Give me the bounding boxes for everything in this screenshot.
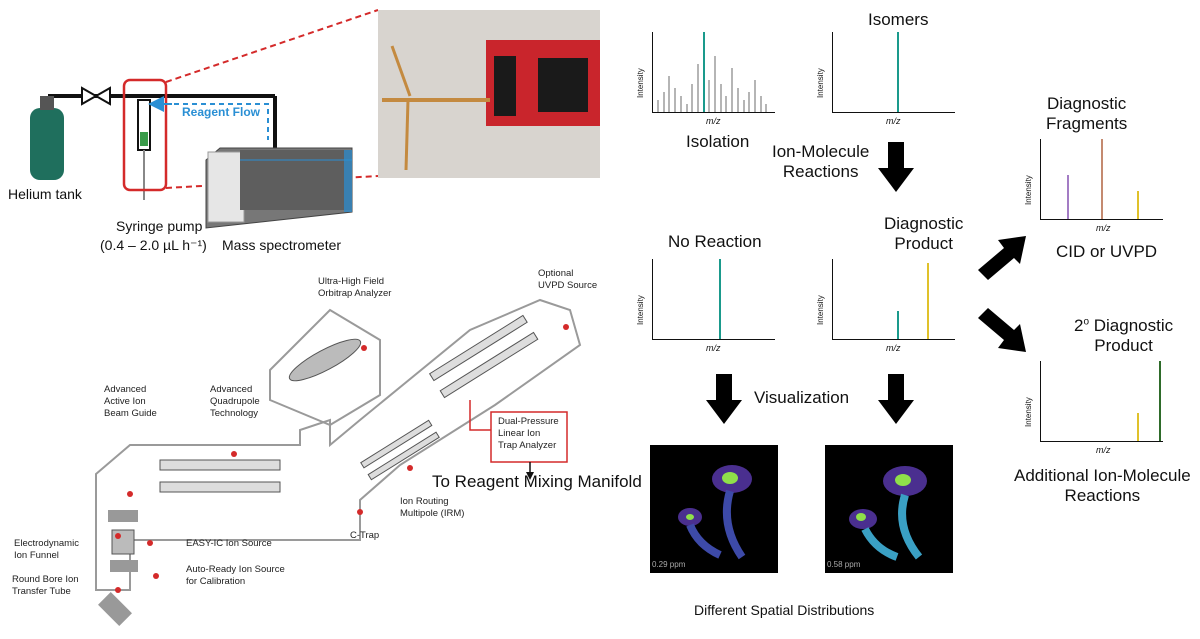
isolation-peak xyxy=(685,104,688,112)
isolation-peak xyxy=(662,92,665,112)
diagnostic-product-peak-2 xyxy=(927,263,929,339)
electrodynamic-label: Electrodynamic Ion Funnel xyxy=(14,538,79,561)
isolation-peak xyxy=(714,56,716,112)
optional-uvpd-label: Optional UVPD Source xyxy=(538,268,598,291)
reagent-flow-label: Reagent Flow xyxy=(182,105,261,119)
helium-tank-label: Helium tank xyxy=(8,186,82,202)
isomers-xlabel: m/z xyxy=(886,116,901,126)
isolation-peak xyxy=(679,96,682,112)
scale-right: 0.58 ppm xyxy=(827,560,861,569)
no-reaction-axes xyxy=(652,259,775,340)
secondary-diagnostic-chart: Intensity m/z xyxy=(1018,357,1168,462)
isolation-peak xyxy=(702,32,705,112)
additional-label: Additional Ion-Molecule Reactions xyxy=(1014,466,1191,505)
isolation-peak xyxy=(759,96,762,112)
isolation-chart: Intensity m/z xyxy=(630,28,780,133)
isomers-peak xyxy=(897,32,899,112)
cid-uvpd-label: CID or UVPD xyxy=(1056,242,1158,261)
diagnostic-fragments-chart: Intensity m/z xyxy=(1018,135,1168,240)
advanced-active-label: Advanced Active Ion Beam Guide xyxy=(104,384,157,419)
isolation-peak xyxy=(719,84,722,112)
isolation-peak xyxy=(708,80,711,112)
ultra-high-field-label: Ultra-High Field Orbitrap Analyzer xyxy=(318,276,392,299)
isolation-axes xyxy=(652,32,775,113)
down-arrow-1 xyxy=(878,142,914,192)
isolation-peak xyxy=(691,84,694,112)
fragment-peak-3 xyxy=(1137,191,1139,219)
isolation-peak xyxy=(742,100,745,112)
secondary-diagnostic-axes xyxy=(1040,361,1163,442)
mass-spectrometer-label: Mass spectrometer xyxy=(222,237,342,253)
isolation-peak xyxy=(674,88,677,112)
to-reagent-label: To Reagent Mixing Manifold xyxy=(432,472,642,491)
round-bore-label: Round Bore Ion Transfer Tube xyxy=(12,574,79,597)
diagnostic-product-peak-1 xyxy=(897,311,899,339)
fragment-peak-1 xyxy=(1067,175,1069,219)
easy-ic-label: EASY-IC Ion Source xyxy=(186,538,272,549)
diagnostic-fragments-ylabel: Intensity xyxy=(1024,175,1033,205)
down-arrow-2 xyxy=(706,374,742,424)
diagnostic-product-chart: Intensity m/z xyxy=(810,255,960,360)
diagonal-arrow-up xyxy=(978,236,1026,280)
no-reaction-peak xyxy=(719,259,721,339)
setup-drawing xyxy=(30,9,608,229)
secondary-sup: o xyxy=(1083,316,1090,328)
no-reaction-label: No Reaction xyxy=(668,232,762,251)
isolation-peak xyxy=(725,96,728,112)
advanced-quad-label: Advanced Quadrupole Technology xyxy=(210,384,260,419)
diagonal-arrow-down xyxy=(978,308,1026,352)
instrument-drawing xyxy=(95,298,582,626)
isolation-peak xyxy=(736,88,739,112)
secondary-rest: Diagnostic Product xyxy=(1093,316,1174,355)
isolation-peak xyxy=(748,92,751,112)
down-arrow-3 xyxy=(878,374,914,424)
isolation-peak xyxy=(753,80,756,112)
fragment-peak-2 xyxy=(1101,139,1103,219)
diagnostic-product-ylabel: Intensity xyxy=(816,295,825,325)
isomers-ylabel: Intensity xyxy=(816,68,825,98)
different-spatial-label: Different Spatial Distributions xyxy=(694,602,875,618)
visualization-label: Visualization xyxy=(754,388,850,407)
diagnostic-fragments-label: Diagnostic Fragments xyxy=(1046,94,1128,133)
isomers-chart: Intensity m/z xyxy=(810,28,960,133)
isomers-label: Isomers xyxy=(868,10,929,29)
ms-image-right: 0.58 ppm xyxy=(825,445,953,573)
diagnostic-fragments-axes xyxy=(1040,139,1163,220)
c-trap-label: C-Trap xyxy=(350,530,380,541)
syringe-pump-label: Syringe pump xyxy=(116,218,203,234)
isolation-peak xyxy=(668,76,671,112)
dual-pressure-label: Dual-Pressure Linear Ion Trap Analyzer xyxy=(498,416,559,451)
isolation-peak xyxy=(731,68,734,112)
diagnostic-product-label: Diagnostic Product xyxy=(884,214,964,253)
isolation-label: Isolation xyxy=(686,132,750,151)
secondary-prefix: 2 xyxy=(1074,316,1084,335)
secondary-diagnostic-label: 2o Diagnostic Product xyxy=(1074,316,1173,355)
auto-ready-label: Auto-Ready Ion Source for Calibration xyxy=(186,564,285,587)
ion-routing-label: Ion Routing Multipole (IRM) xyxy=(400,496,465,519)
syringe-rate-label: (0.4 – 2.0 µL h⁻¹) xyxy=(100,237,207,253)
isolation-peak xyxy=(696,64,699,112)
isolation-peak xyxy=(657,100,659,112)
secondary-peak-1 xyxy=(1137,413,1139,441)
diagnostic-product-axes xyxy=(832,259,955,340)
scale-left: 0.29 ppm xyxy=(652,560,686,569)
ms-image-left: 0.29 ppm xyxy=(650,445,778,573)
no-reaction-xlabel: m/z xyxy=(706,343,721,353)
setup-schematic: Helium tank Reagent Flow Syringe pump (0… xyxy=(0,0,608,260)
diagnostic-product-xlabel: m/z xyxy=(886,343,901,353)
instrument-schematic: Ultra-High Field Orbitrap Analyzer Optio… xyxy=(0,260,642,634)
isolation-peak xyxy=(765,104,768,112)
isolation-peaks xyxy=(653,32,775,112)
ion-molecule-label: Ion-Molecule Reactions xyxy=(772,142,870,181)
secondary-diagnostic-ylabel: Intensity xyxy=(1024,397,1033,427)
diagnostic-fragments-xlabel: m/z xyxy=(1096,223,1111,233)
isolation-ylabel: Intensity xyxy=(636,68,645,98)
secondary-diagnostic-xlabel: m/z xyxy=(1096,445,1111,455)
isolation-xlabel: m/z xyxy=(706,116,721,126)
no-reaction-chart: Intensity m/z xyxy=(630,255,780,360)
secondary-peak-2 xyxy=(1159,361,1161,441)
no-reaction-ylabel: Intensity xyxy=(636,295,645,325)
isomers-axes xyxy=(832,32,955,113)
